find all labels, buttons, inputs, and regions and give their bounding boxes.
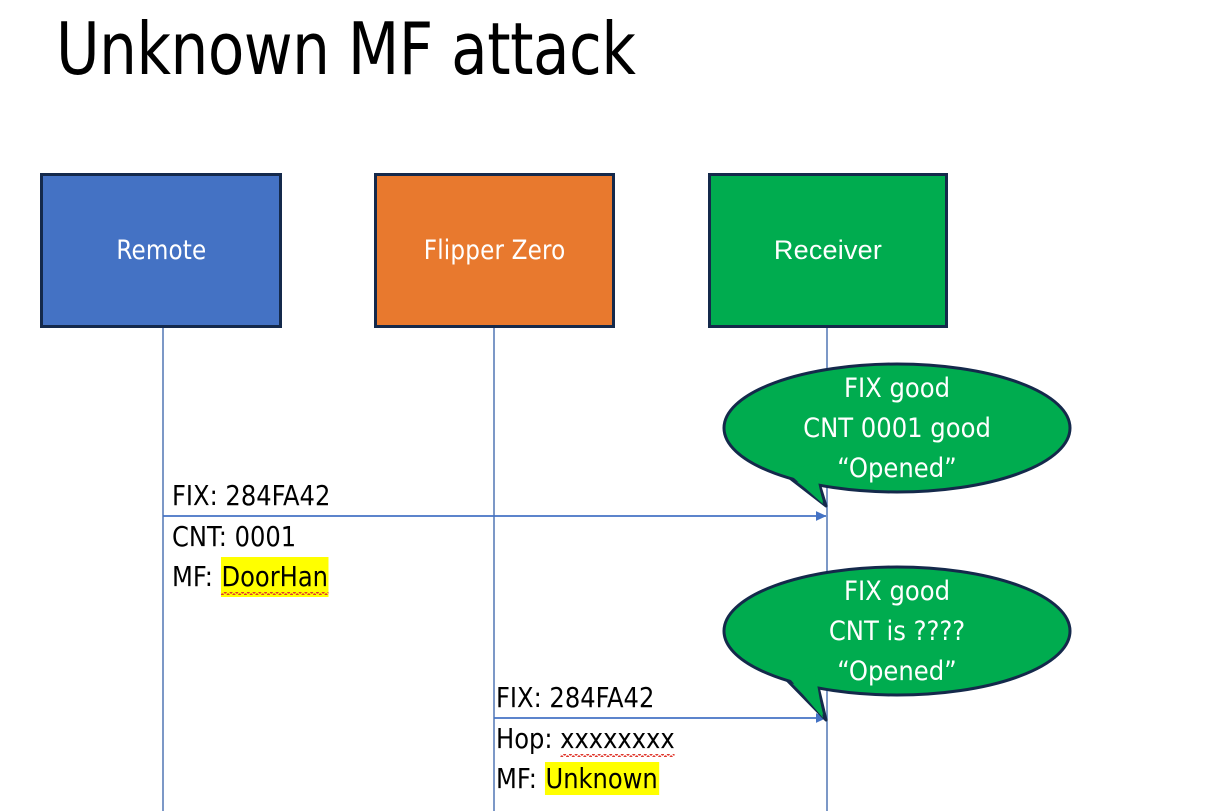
actor-box-flipper[interactable]: Flipper Zero <box>374 173 615 328</box>
message-2-mf-value: Unknown <box>544 762 659 795</box>
message-2-details: Hop: xxxxxxxx MF: Unknown <box>496 719 675 799</box>
message-2-mf: MF: Unknown <box>496 759 675 799</box>
message-2-hop: Hop: xxxxxxxx <box>496 719 675 759</box>
message-2-fix: FIX: 284FA42 <box>496 681 655 714</box>
callout-receiver-response-1[interactable]: FIX good CNT 0001 good “Opened” <box>722 360 1072 520</box>
message-1-details: CNT: 0001 MF: DoorHan <box>172 517 329 597</box>
message-1-mf-prefix: MF: <box>172 560 221 593</box>
actor-label-remote: Remote <box>115 235 207 266</box>
actor-label-flipper: Flipper Zero <box>423 235 566 266</box>
actor-box-remote[interactable]: Remote <box>40 173 282 328</box>
callout-bubble-1-shape <box>722 362 1072 508</box>
message-1-mf-value: DoorHan <box>220 557 329 597</box>
message-2-line-1: FIX: 284FA42 <box>496 678 654 718</box>
page-title: Unknown MF attack <box>56 7 636 91</box>
message-1-line-1: FIX: 284FA42 <box>172 476 330 516</box>
message-1-fix: FIX: 284FA42 <box>172 479 331 512</box>
message-1-mf: MF: DoorHan <box>172 557 329 597</box>
callout-bubble-2-shape <box>722 565 1072 722</box>
message-2-hop-prefix: Hop: <box>496 722 561 755</box>
message-1-cnt: CNT: 0001 <box>172 520 297 553</box>
callout-receiver-response-2[interactable]: FIX good CNT is ???? “Opened” <box>722 563 1072 723</box>
message-2-hop-value: xxxxxxxx <box>560 719 675 759</box>
actor-label-receiver: Receiver <box>773 235 883 265</box>
message-2-mf-prefix: MF: <box>496 762 545 795</box>
actor-box-receiver[interactable]: Receiver <box>708 173 948 328</box>
